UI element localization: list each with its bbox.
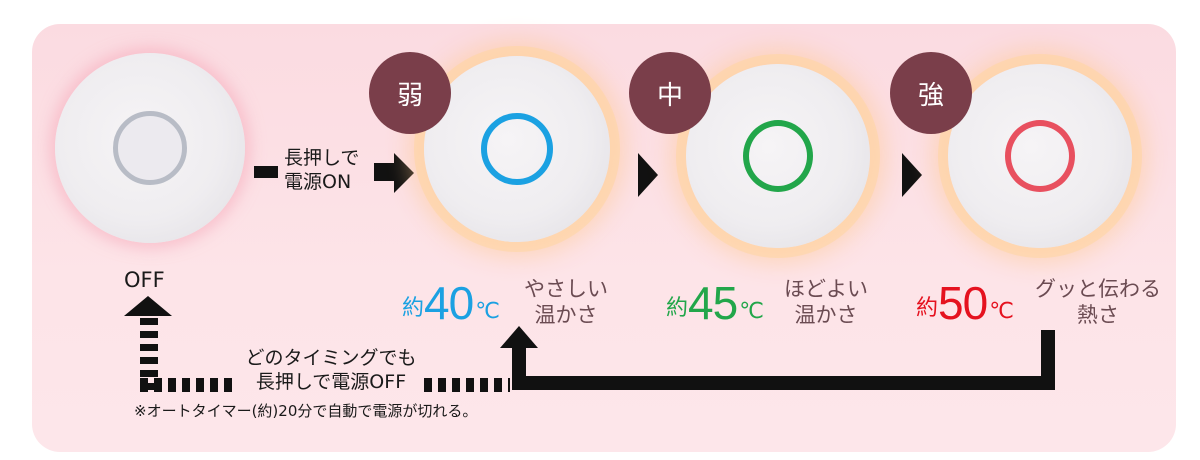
temp-unit: ℃: [739, 299, 764, 324]
desc-line2: 温かさ: [794, 303, 858, 327]
desc-line2: 温かさ: [534, 303, 598, 327]
off-path-vertical: [140, 318, 158, 390]
power-off-line2: 長押しで電源OFF: [255, 371, 407, 393]
temp-unit: ℃: [989, 299, 1014, 324]
power-on-text: 長押しで 電源ON: [284, 146, 359, 194]
return-path-horizontal: [512, 376, 1055, 390]
power-off-text: どのタイミングでも 長押しで電源OFF: [236, 346, 426, 394]
temp-prefix: 約: [402, 296, 425, 321]
desc-line2: 熱さ: [1077, 303, 1119, 327]
desc-mid: ほどよい 温かさ: [776, 276, 876, 328]
indicator-ring-high: [1005, 120, 1075, 192]
desc-line1: ほどよい: [784, 277, 868, 301]
level-badge-mid: 中: [629, 52, 711, 134]
temp-label-mid: 約 45 ℃: [666, 280, 764, 326]
off-label: OFF: [124, 268, 165, 292]
desc-line1: やさしい: [524, 277, 608, 301]
temp-prefix: 約: [916, 296, 939, 321]
off-path-right: [424, 378, 510, 392]
power-on-line1: 長押しで: [284, 147, 360, 169]
next-arrow-icon: [638, 153, 658, 197]
return-arrow-up-icon: [500, 326, 538, 348]
level-badge-low: 弱: [369, 52, 451, 134]
indicator-ring-low: [481, 113, 553, 185]
return-path-vertical-right: [1041, 330, 1055, 390]
temp-unit: ℃: [475, 299, 500, 324]
indicator-ring-off: [113, 111, 187, 185]
temp-value: 40: [424, 277, 474, 329]
power-off-line1: どのタイミングでも: [245, 347, 417, 369]
off-arrow-up-icon: [124, 296, 172, 316]
arrow-right-icon: [374, 163, 396, 181]
return-path-vertical-left: [512, 346, 526, 390]
arrow-right-head-icon: [394, 153, 414, 193]
temp-prefix: 約: [666, 296, 689, 321]
off-path-left: [140, 378, 234, 392]
power-on-line2: 電源ON: [284, 171, 352, 193]
desc-high: グッと伝わる 熱さ: [1028, 276, 1168, 328]
power-button-low: [424, 56, 610, 242]
desc-line1: グッと伝わる: [1035, 277, 1161, 301]
level-badge-high: 強: [890, 52, 972, 134]
power-button-high: [948, 64, 1132, 248]
next-arrow-icon: [902, 153, 922, 197]
power-button-mid: [686, 64, 870, 248]
dash-segment-icon: [254, 166, 278, 178]
auto-timer-note: ※オートタイマー(約)20分で自動で電源が切れる。: [134, 402, 478, 420]
temp-label-low: 約 40 ℃: [402, 280, 500, 326]
power-button-off: [55, 53, 245, 243]
desc-low: やさしい 温かさ: [516, 276, 616, 328]
temp-label-high: 約 50 ℃: [916, 280, 1014, 326]
indicator-ring-mid: [743, 120, 813, 192]
temp-value: 45: [688, 277, 738, 329]
temp-value: 50: [938, 277, 988, 329]
